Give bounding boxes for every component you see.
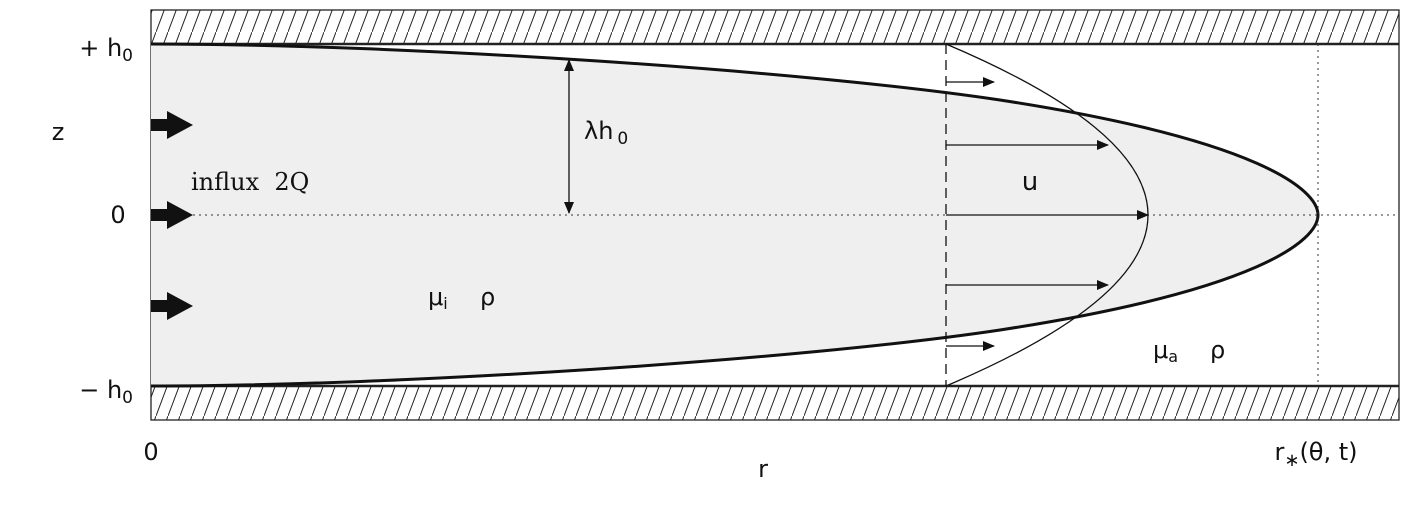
influx-arrow-icon bbox=[151, 201, 193, 229]
ambient-viscosity-label: μa bbox=[1153, 336, 1178, 366]
tick-zero: 0 bbox=[110, 201, 125, 229]
ambient-density-label: ρ bbox=[1210, 336, 1225, 364]
inner-viscosity-label: μi bbox=[428, 283, 448, 313]
inner-density-label: ρ bbox=[480, 283, 495, 311]
z-axis-label: z bbox=[52, 118, 65, 146]
bottom-wall-hatch bbox=[150, 385, 1400, 421]
influx-arrow-icon bbox=[151, 292, 193, 320]
front-position-label: r∗(θ, t) bbox=[1274, 438, 1357, 471]
r-axis-label: r bbox=[758, 455, 768, 483]
influx-label: influx 2Q bbox=[191, 168, 309, 196]
tick-minus-h0: − h0 bbox=[79, 376, 133, 408]
tick-plus-h0: + h0 bbox=[79, 34, 133, 66]
interface-lower bbox=[150, 214, 1320, 388]
velocity-label: u bbox=[1022, 167, 1038, 197]
influx-arrow-icon bbox=[151, 111, 193, 139]
tick-r0: 0 bbox=[143, 438, 158, 466]
interface-upper bbox=[150, 42, 1320, 216]
top-wall-hatch bbox=[150, 9, 1400, 45]
